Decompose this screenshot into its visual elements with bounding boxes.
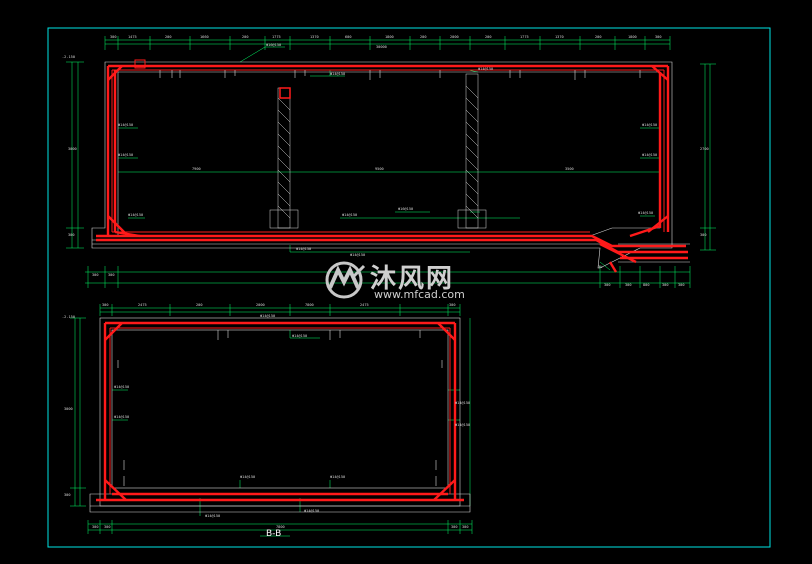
svg-text:1475: 1475 bbox=[128, 35, 137, 39]
svg-text:300: 300 bbox=[625, 283, 632, 287]
section-a-top-total: 30000 bbox=[376, 45, 387, 49]
svg-text:300: 300 bbox=[108, 273, 115, 277]
svg-text:Φ14@150: Φ14@150 bbox=[304, 509, 319, 513]
svg-text:300: 300 bbox=[110, 35, 117, 39]
svg-text:300: 300 bbox=[68, 233, 75, 237]
svg-text:-2.150: -2.150 bbox=[62, 315, 75, 319]
section-b-height-dim: 3000 bbox=[64, 407, 73, 411]
section-b-rebar-thin bbox=[109, 327, 451, 494]
section-b-hooks bbox=[117, 330, 443, 486]
svg-text:300: 300 bbox=[700, 233, 707, 237]
section-b-wall-right-label: Φ14@150 bbox=[455, 401, 470, 405]
svg-text:Φ14@150: Φ14@150 bbox=[642, 153, 657, 157]
svg-text:300: 300 bbox=[92, 273, 99, 277]
svg-text:200: 200 bbox=[485, 35, 492, 39]
svg-text:1660: 1660 bbox=[200, 35, 209, 39]
svg-text:Φ14@150: Φ14@150 bbox=[330, 72, 345, 76]
svg-text:Φ14@150: Φ14@150 bbox=[118, 153, 133, 157]
svg-text:Φ14@150: Φ14@150 bbox=[455, 423, 470, 427]
section-a-dimensions bbox=[66, 36, 716, 288]
section-b-top-rebar-label: Φ14@150 bbox=[260, 314, 275, 318]
svg-text:300: 300 bbox=[449, 303, 456, 307]
svg-text:3%: 3% bbox=[598, 265, 603, 269]
svg-text:2000: 2000 bbox=[256, 303, 265, 307]
section-a-height-dim: 3000 bbox=[68, 147, 77, 151]
svg-text:1800: 1800 bbox=[385, 35, 394, 39]
svg-text:1370: 1370 bbox=[310, 35, 319, 39]
section-b-top-total: 7800 bbox=[305, 303, 314, 307]
section-a-wall-right-label: Φ14@150 bbox=[642, 123, 657, 127]
svg-text:Φ14@150: Φ14@150 bbox=[342, 213, 357, 217]
svg-text:300: 300 bbox=[451, 525, 458, 529]
section-a-hooks bbox=[159, 70, 641, 80]
svg-text:Φ14@150: Φ14@150 bbox=[114, 415, 129, 419]
section-a-wall-left-label: Φ14@150 bbox=[118, 123, 133, 127]
section-b-title: B-B bbox=[266, 529, 281, 539]
svg-text:300: 300 bbox=[678, 283, 685, 287]
svg-text:3500: 3500 bbox=[565, 167, 574, 171]
svg-text:200: 200 bbox=[420, 35, 427, 39]
section-b-labels: 300 2475 200 2000 7800 2475 300 -2.150 3… bbox=[62, 303, 470, 539]
sheet-border bbox=[47, 27, 771, 548]
section-b-dimensions bbox=[70, 304, 473, 537]
svg-text:600: 600 bbox=[345, 35, 352, 39]
svg-text:2475: 2475 bbox=[138, 303, 147, 307]
svg-text:200: 200 bbox=[165, 35, 172, 39]
svg-text:Φ14@150: Φ14@150 bbox=[296, 247, 311, 251]
section-b: 300 2475 200 2000 7800 2475 300 -2.150 3… bbox=[62, 303, 473, 539]
section-b-bottom-left-label: Φ14@150 bbox=[240, 475, 255, 479]
section-a-bottom-rebar-label: Φ16@150 bbox=[398, 207, 413, 211]
svg-text:800: 800 bbox=[643, 283, 650, 287]
watermark: 沐风网 www.mfcad.com bbox=[322, 258, 492, 304]
svg-text:Φ14@150: Φ14@150 bbox=[205, 514, 220, 518]
svg-text:Φ14@150: Φ14@150 bbox=[478, 67, 493, 71]
svg-text:2475: 2475 bbox=[360, 303, 369, 307]
svg-text:Φ14@150: Φ14@150 bbox=[128, 213, 143, 217]
svg-text:1370: 1370 bbox=[555, 35, 564, 39]
svg-text:300: 300 bbox=[102, 303, 109, 307]
svg-text:Φ14@150: Φ14@150 bbox=[638, 211, 653, 215]
mf-logo-icon bbox=[325, 261, 366, 299]
svg-text:1775: 1775 bbox=[272, 35, 281, 39]
section-a-rebar bbox=[96, 64, 688, 273]
svg-text:300: 300 bbox=[92, 525, 99, 529]
svg-text:300: 300 bbox=[655, 35, 662, 39]
section-b-bottom-total: 7800 bbox=[276, 525, 285, 529]
svg-text:200: 200 bbox=[242, 35, 249, 39]
svg-text:300: 300 bbox=[104, 525, 111, 529]
section-b-wall-left-label: Φ14@150 bbox=[114, 385, 129, 389]
svg-text:-2.150: -2.150 bbox=[62, 55, 75, 59]
svg-text:Φ14@150: Φ14@150 bbox=[292, 334, 307, 338]
svg-text:Φ14@150: Φ14@150 bbox=[350, 253, 365, 257]
svg-text:200: 200 bbox=[196, 303, 203, 307]
svg-text:1775: 1775 bbox=[520, 35, 529, 39]
svg-text:300: 300 bbox=[462, 525, 469, 529]
section-a-mid-dim: 7900 bbox=[192, 167, 201, 171]
svg-text:1800: 1800 bbox=[628, 35, 637, 39]
section-a-top-rebar-label: Φ16@150 bbox=[266, 43, 281, 47]
watermark-brand: 沐风网 bbox=[370, 264, 455, 294]
svg-text:2000: 2000 bbox=[450, 35, 459, 39]
section-a-span-dim: 9500 bbox=[375, 167, 384, 171]
section-a-columns bbox=[269, 73, 487, 229]
svg-text:300: 300 bbox=[662, 283, 669, 287]
section-b-rebar bbox=[96, 321, 464, 502]
svg-text:300: 300 bbox=[604, 283, 611, 287]
svg-text:300: 300 bbox=[64, 493, 71, 497]
section-b-concrete bbox=[89, 317, 471, 513]
svg-text:200: 200 bbox=[595, 35, 602, 39]
section-b-bottom-right-label: Φ14@150 bbox=[330, 475, 345, 479]
section-a-rebar-thin bbox=[111, 59, 665, 233]
watermark-url: www.mfcad.com bbox=[374, 288, 465, 301]
svg-text:2700: 2700 bbox=[700, 147, 709, 151]
